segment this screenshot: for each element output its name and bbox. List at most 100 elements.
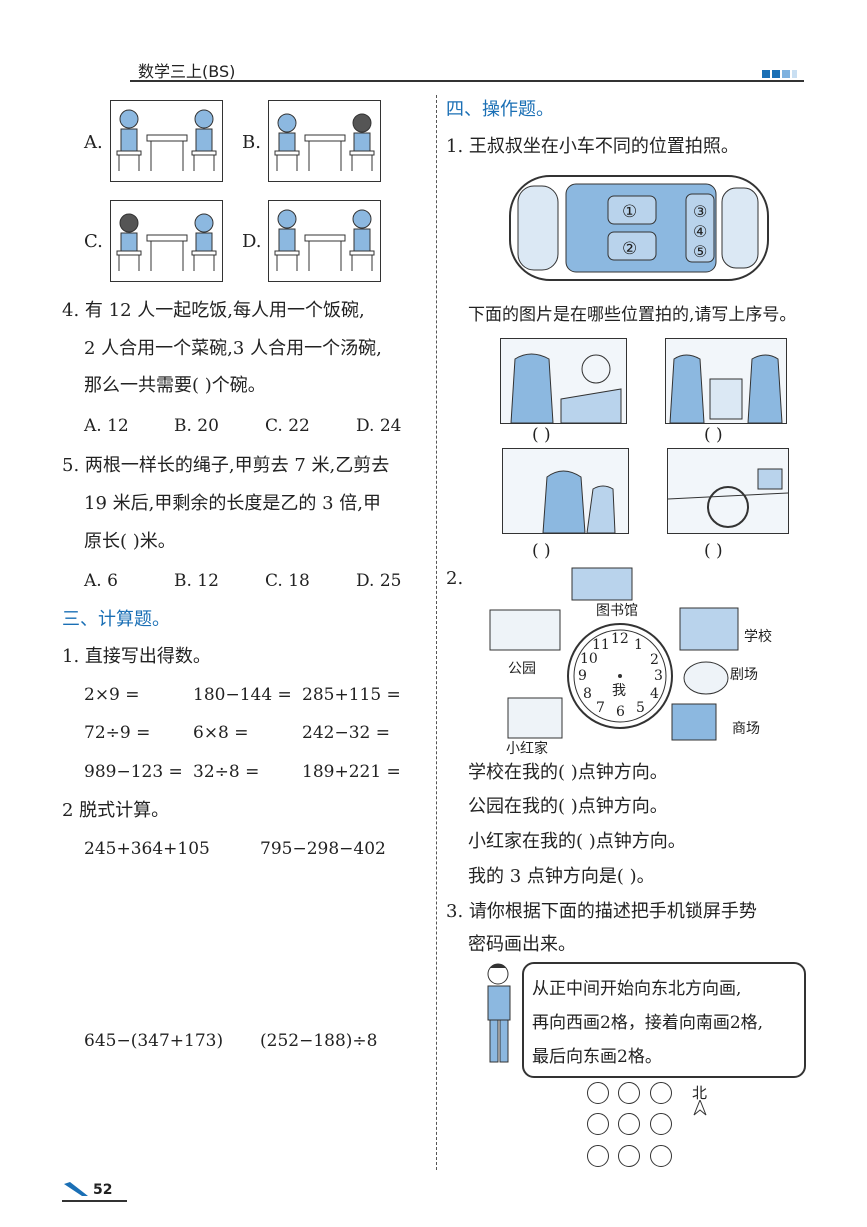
q4-option-c: C. 22 bbox=[265, 416, 310, 436]
header-squares-icon bbox=[762, 63, 797, 82]
calc2-expr-1: 245+364+105 bbox=[84, 839, 210, 859]
header-rule bbox=[130, 80, 804, 82]
clock-num-3: 3 bbox=[654, 668, 663, 684]
lock-dot-4[interactable] bbox=[587, 1113, 609, 1135]
calc1-r1c1: 2×9 = bbox=[84, 685, 140, 705]
place-home: 小红家 bbox=[506, 741, 548, 757]
clock-num-10: 10 bbox=[580, 651, 598, 667]
op3-line1: 3. 请你根据下面的描述把手机锁屏手势 bbox=[446, 901, 757, 922]
seat-1-label: ① bbox=[622, 202, 638, 222]
column-divider bbox=[436, 95, 437, 1170]
calc1-title: 1. 直接写出得数。 bbox=[62, 646, 211, 667]
header-title: 数学三上(BS) bbox=[138, 62, 236, 81]
calc2-expr-3: 645−(347+173) bbox=[84, 1031, 224, 1051]
north-label: 北 bbox=[692, 1084, 708, 1102]
lock-dot-3[interactable] bbox=[650, 1082, 672, 1104]
op1-title: 1. 王叔叔坐在小车不同的位置拍照。 bbox=[446, 136, 739, 157]
clock-num-1: 1 bbox=[634, 637, 643, 653]
place-library: 图书馆 bbox=[596, 603, 638, 619]
north-arrow-icon bbox=[693, 1098, 707, 1120]
section-4-title: 四、操作题。 bbox=[446, 99, 554, 120]
calc1-r1c3: 285+115 = bbox=[302, 685, 401, 705]
q4-line1: 4. 有 12 人一起吃饭,每人用一个饭碗, bbox=[62, 300, 365, 321]
option-d-picture bbox=[268, 200, 381, 282]
q5-option-d: D. 25 bbox=[356, 571, 402, 591]
option-c-label: C. bbox=[84, 231, 103, 252]
place-school: 学校 bbox=[744, 629, 772, 645]
q5-option-a: A. 6 bbox=[84, 571, 118, 591]
calc1-r1c2: 180−144 = bbox=[193, 685, 292, 705]
clock-num-6: 6 bbox=[616, 704, 625, 720]
photo-3-blank[interactable]: ( ) bbox=[532, 541, 551, 561]
option-a-label: A. bbox=[84, 132, 103, 153]
q4-option-d: D. 24 bbox=[356, 416, 402, 436]
op2-question-3: 小红家在我的( )点钟方向。 bbox=[468, 831, 686, 852]
lock-dot-8[interactable] bbox=[618, 1145, 640, 1167]
clock-num-2: 2 bbox=[650, 652, 659, 668]
q4-line2: 2 人合用一个菜碗,3 人合用一个汤碗, bbox=[84, 338, 382, 359]
interior-photo-1 bbox=[500, 338, 627, 424]
q5-line2: 19 米后,甲剩余的长度是乙的 3 倍,甲 bbox=[84, 493, 381, 514]
lock-dot-6[interactable] bbox=[650, 1113, 672, 1135]
place-theater: 剧场 bbox=[730, 667, 758, 683]
bubble-line-2: 再向西画2格，接着向南画2格, bbox=[532, 1013, 764, 1033]
calc1-r2c1: 72÷9 = bbox=[84, 723, 151, 743]
calc2-expr-4: (252−188)÷8 bbox=[260, 1031, 378, 1051]
seat-5-label: ⑤ bbox=[693, 242, 708, 261]
photo-2-blank[interactable]: ( ) bbox=[704, 425, 723, 445]
speech-bubble: 从正中间开始向东北方向画, 再向西画2格，接着向南画2格, 最后向东画2格。 bbox=[522, 962, 806, 1078]
calc1-r3c2: 32÷8 = bbox=[193, 762, 260, 782]
clock-map: 图书馆 学校 公园 剧场 小红家 商场 我 12 1 2 3 4 5 6 7 8… bbox=[488, 566, 788, 757]
bubble-line-1: 从正中间开始向东北方向画, bbox=[532, 979, 742, 999]
q4-option-a: A. 12 bbox=[84, 416, 129, 436]
calc2-title: 2 脱式计算。 bbox=[62, 800, 170, 821]
clock-num-8: 8 bbox=[583, 686, 592, 702]
interior-photo-4 bbox=[667, 448, 789, 534]
q5-line3: 原长( )米。 bbox=[84, 531, 176, 552]
clock-num-7: 7 bbox=[596, 700, 605, 716]
op1-instruction: 下面的图片是在哪些位置拍的,请写上序号。 bbox=[468, 305, 797, 325]
interior-photo-3 bbox=[502, 448, 629, 534]
op2-question-2: 公园在我的( )点钟方向。 bbox=[468, 796, 668, 817]
option-b-picture bbox=[268, 100, 381, 182]
place-park: 公园 bbox=[508, 661, 536, 677]
lock-dot-7[interactable] bbox=[587, 1145, 609, 1167]
calc1-r3c3: 189+221 = bbox=[302, 762, 401, 782]
q5-line1: 5. 两根一样长的绳子,甲剪去 7 米,乙剪去 bbox=[62, 455, 390, 476]
interior-photo-2 bbox=[665, 338, 787, 424]
option-a-picture bbox=[110, 100, 223, 182]
bubble-line-3: 最后向东画2格。 bbox=[532, 1047, 662, 1067]
pen-icon bbox=[62, 1180, 90, 1202]
calc1-r2c2: 6×8 = bbox=[193, 723, 249, 743]
photo-1-blank[interactable]: ( ) bbox=[532, 425, 551, 445]
calc1-r3c1: 989−123 = bbox=[84, 762, 183, 782]
op2-number: 2. bbox=[446, 568, 464, 589]
lock-dot-5[interactable] bbox=[618, 1113, 640, 1135]
op2-question-4: 我的 3 点钟方向是( )。 bbox=[468, 866, 655, 887]
option-c-picture bbox=[110, 200, 223, 282]
seat-3-label: ③ bbox=[693, 202, 708, 221]
seat-4-label: ④ bbox=[693, 222, 708, 241]
lock-dot-1[interactable] bbox=[587, 1082, 609, 1104]
calc2-expr-2: 795−298−402 bbox=[260, 839, 386, 859]
q4-option-b: B. 20 bbox=[174, 416, 219, 436]
place-mall: 商场 bbox=[732, 721, 760, 737]
section-3-title: 三、计算题。 bbox=[62, 609, 170, 630]
photo-4-blank[interactable]: ( ) bbox=[704, 541, 723, 561]
calc1-r2c3: 242−32 = bbox=[302, 723, 390, 743]
lock-dot-9[interactable] bbox=[650, 1145, 672, 1167]
lock-dot-2[interactable] bbox=[618, 1082, 640, 1104]
seat-2-label: ② bbox=[622, 239, 638, 259]
op2-question-1: 学校在我的( )点钟方向。 bbox=[468, 762, 668, 783]
option-b-label: B. bbox=[242, 132, 261, 153]
clock-num-9: 9 bbox=[578, 668, 587, 684]
person-illustration bbox=[478, 960, 520, 1070]
clock-num-12: 12 bbox=[611, 631, 629, 647]
clock-center-label: 我 bbox=[612, 683, 626, 699]
clock-num-4: 4 bbox=[650, 686, 659, 702]
page-number: 52 bbox=[93, 1182, 113, 1198]
clock-num-11: 11 bbox=[592, 637, 610, 653]
q5-option-b: B. 12 bbox=[174, 571, 219, 591]
footer-rule bbox=[62, 1200, 127, 1202]
option-d-label: D. bbox=[242, 231, 262, 252]
